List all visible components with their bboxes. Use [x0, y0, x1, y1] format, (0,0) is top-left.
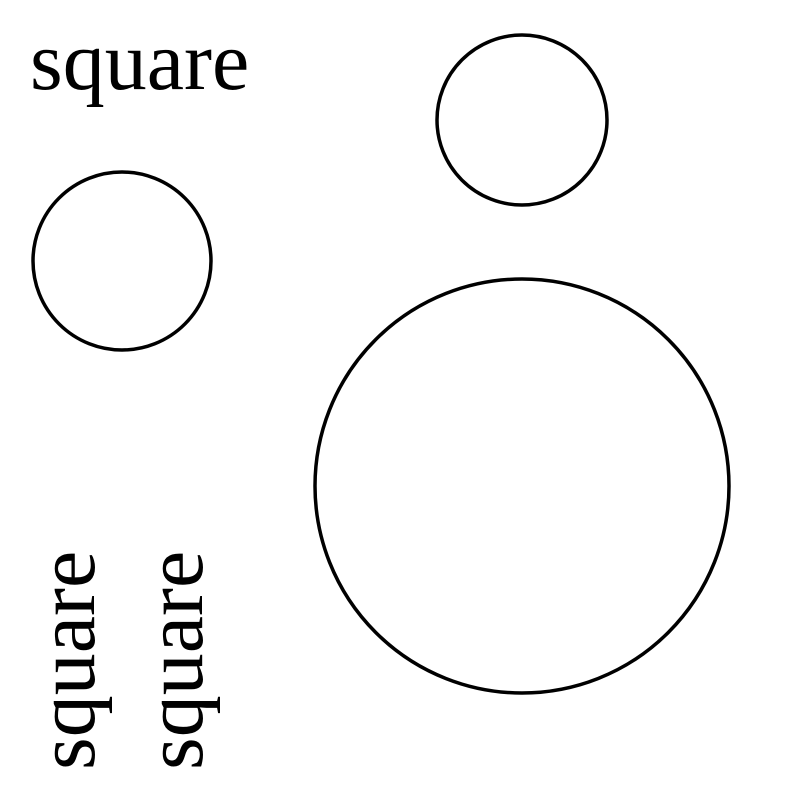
circle-small-left	[31, 170, 213, 352]
label-square-top: square	[30, 15, 250, 108]
circle-large	[313, 277, 731, 695]
label-square-vertical-1: square	[20, 550, 113, 770]
label-square-vertical-2: square	[128, 550, 221, 770]
circle-small-top-right	[435, 33, 609, 207]
